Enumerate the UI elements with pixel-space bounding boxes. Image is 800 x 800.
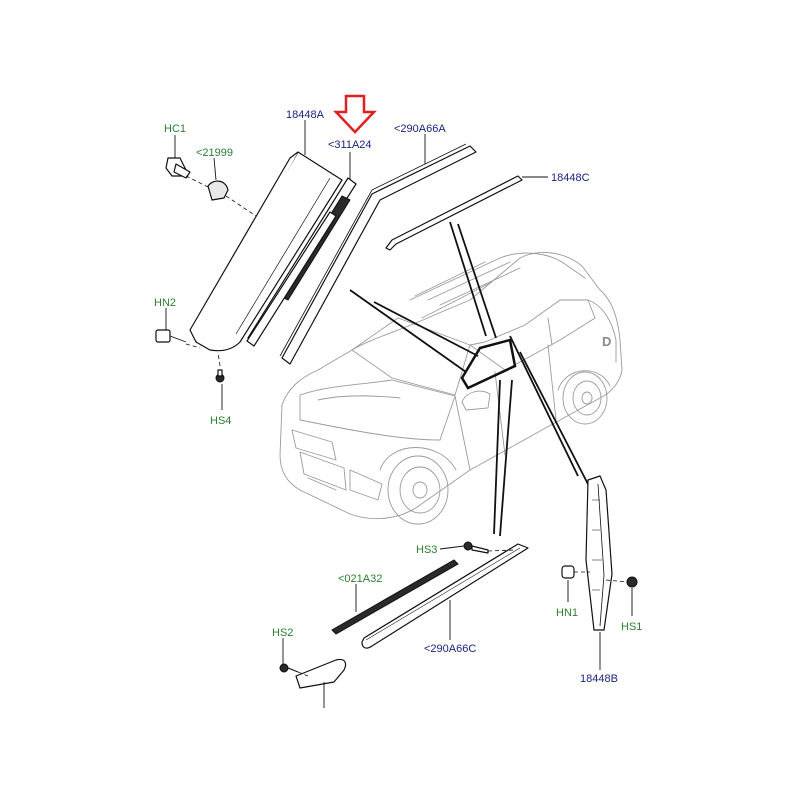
part-311A24[interactable] (246, 177, 357, 347)
callout-hn1: HN1 (556, 607, 578, 619)
vehicle-emblem: D (602, 334, 611, 349)
callout-hs3: HS3 (416, 544, 437, 556)
callout-hc1: HC1 (164, 123, 186, 135)
leader-lines (165, 120, 633, 708)
fastener-hn2-icon[interactable] (155, 329, 187, 343)
part-290A66C[interactable] (361, 543, 529, 649)
callout-290A66C: <290A66C (424, 643, 476, 655)
part-18448C[interactable] (385, 175, 523, 251)
callout-hs2: HS2 (272, 627, 293, 639)
lower-trim-part[interactable] (295, 658, 347, 689)
front-quarter-glass (460, 338, 517, 390)
callout-290A66A: <290A66A (394, 123, 446, 135)
callout-18448B: 18448B (580, 673, 618, 685)
reference-lines (349, 221, 591, 537)
callout-21999: <21999 (196, 147, 233, 159)
callout-311A24: <311A24 (328, 139, 372, 151)
callout-hs1: HS1 (621, 621, 642, 633)
fastener-hs3-icon[interactable] (463, 541, 489, 554)
callout-hs4: HS4 (210, 415, 231, 427)
vehicle-outline (279, 252, 623, 525)
fastener-hn1-icon[interactable] (561, 565, 575, 579)
fastener-hc1-icon[interactable] (165, 157, 191, 179)
fastener-21999-icon[interactable] (207, 180, 229, 201)
fastener-hs2-icon[interactable] (279, 663, 299, 673)
part-18448A[interactable] (189, 151, 343, 352)
callout-021A32: <021A32 (338, 573, 382, 585)
callout-18448C: 18448C (551, 172, 590, 184)
part-021A32[interactable] (331, 559, 459, 635)
part-18448B[interactable] (585, 475, 613, 631)
callout-18448A: 18448A (286, 109, 325, 121)
fastener-hs1-icon[interactable] (626, 576, 638, 588)
arrow-down-icon (333, 94, 377, 134)
assembly-lines (185, 175, 629, 677)
part-290A66A[interactable] (279, 143, 477, 365)
callout-hn2: HN2 (154, 297, 176, 309)
fastener-hs4-icon[interactable] (215, 369, 225, 383)
